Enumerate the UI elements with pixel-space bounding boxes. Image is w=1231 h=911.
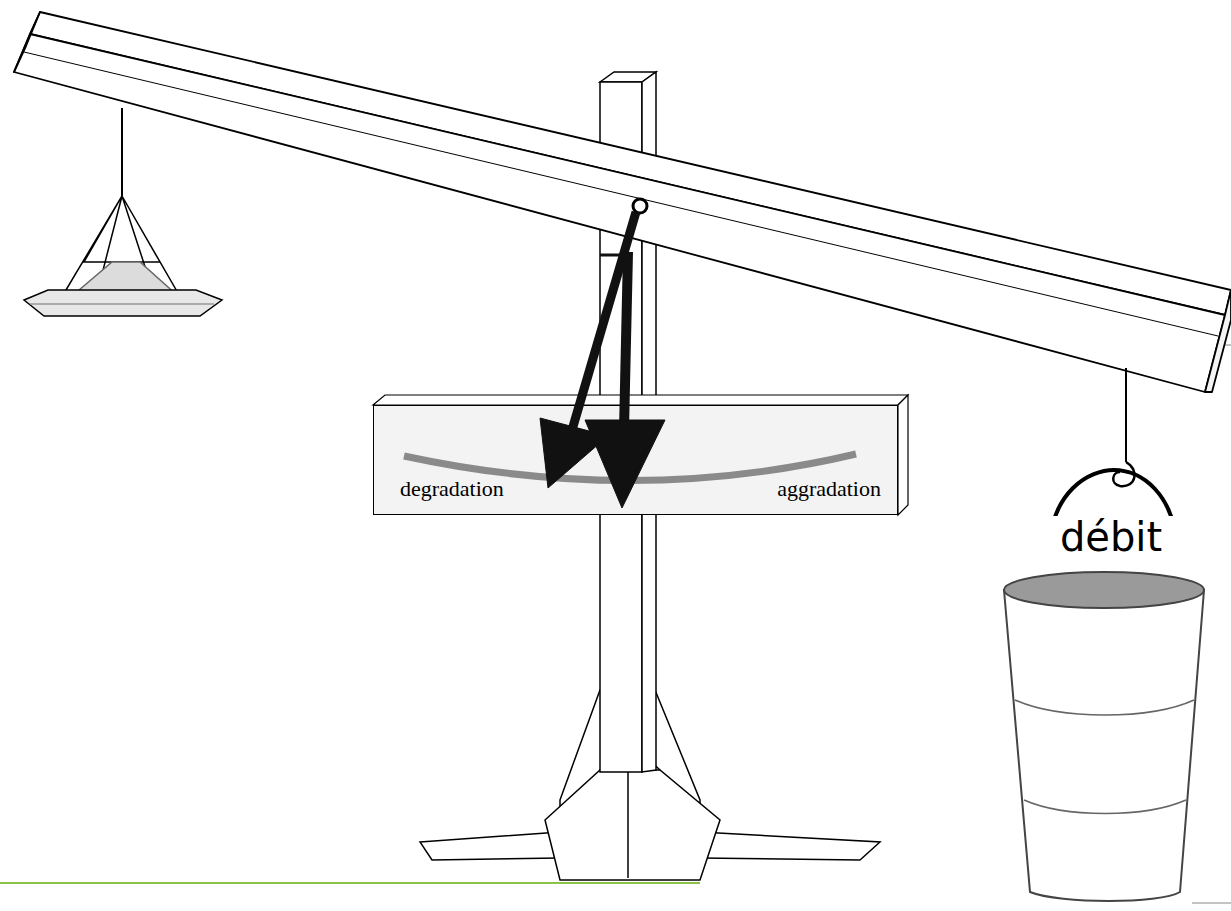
- panel-top: [373, 395, 908, 405]
- bucket-label: débit: [1036, 516, 1186, 558]
- scale-label: aggradation: [777, 478, 881, 500]
- discharge-bucket: [1004, 368, 1204, 901]
- panel-side: [898, 395, 908, 515]
- rule-line: [1192, 903, 1231, 904]
- rule-line: [0, 882, 700, 884]
- pivot: [633, 199, 647, 213]
- sediment-pan: [24, 108, 222, 316]
- indicator-arrow: [540, 212, 665, 508]
- scale-label: degradation: [400, 478, 504, 500]
